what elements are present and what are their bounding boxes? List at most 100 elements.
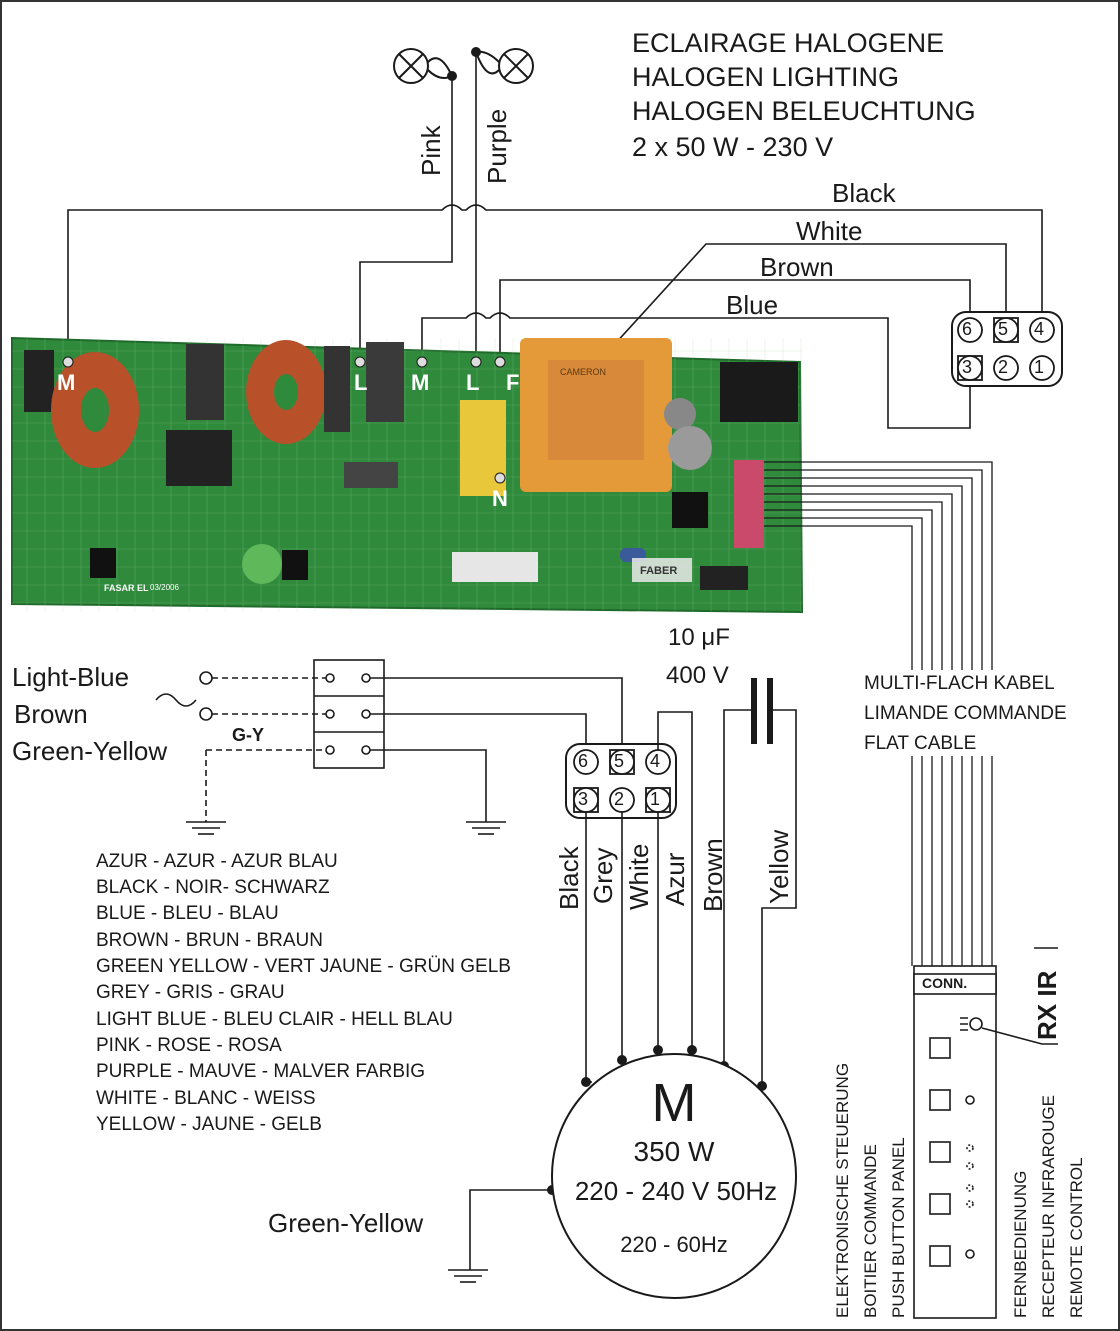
mains-green-yellow: Green-Yellow (12, 736, 168, 766)
capacitor-voltage: 400 V (666, 662, 729, 689)
push-button-1 (929, 1037, 951, 1059)
panel-label-en: PUSH BUTTON PANEL (889, 1137, 908, 1318)
remote-label-de: FERNBEDIENUNG (1011, 1170, 1030, 1318)
pcb-terminal-l1: L (354, 370, 368, 395)
ground-tag: G-Y (232, 725, 265, 745)
flat-cable-label-en: FLAT CABLE (864, 733, 977, 754)
motor-symbol (551, 1053, 797, 1299)
motor-pin-label-2: 2 (614, 789, 625, 809)
top-pin-2 (993, 355, 1019, 381)
relay-left (24, 350, 54, 412)
title-line-3: HALOGEN BELEUCHTUNG (632, 96, 976, 126)
motor-wire-white: White (624, 843, 654, 910)
top-pin-label-6: 6 (962, 319, 973, 339)
push-button-5 (929, 1245, 951, 1267)
legend-item: YELLOW - JAUNE - GELB (96, 1114, 322, 1135)
run-capacitor (723, 678, 797, 1086)
motor-alt-rating: 220 - 60Hz (620, 1232, 728, 1257)
remote-label-fr: RECEPTEUR INFRAROUGE (1039, 1095, 1058, 1318)
legend-item: GREY - GRIS - GRAU (96, 982, 285, 1003)
motor-pin-label-3: 3 (578, 789, 589, 809)
top-pin-label-1: 1 (1034, 357, 1045, 377)
top-pin-label-4: 4 (1034, 319, 1045, 339)
motor-wire-azur: Azur (660, 852, 690, 906)
pcb-brand: FABER (640, 565, 678, 577)
motor-pin-6 (573, 749, 599, 775)
ac-symbol-icon (155, 693, 197, 707)
motor-pin-label-6: 6 (578, 751, 589, 771)
top-pin-1 (1029, 355, 1055, 381)
push-button-2 (929, 1089, 951, 1111)
panel-rx-ir: RX IR (1032, 970, 1062, 1040)
legend-item: BLACK - NOIR- SCHWARZ (96, 877, 330, 898)
top-pin-label-2: 2 (998, 357, 1009, 377)
pcb-board (11, 336, 804, 614)
legend-item: GREEN YELLOW - VERT JAUNE - GRÜN GELB (96, 956, 511, 977)
motor-pin-label-4: 4 (650, 751, 661, 771)
motor-rating: 220 - 240 V 50Hz (574, 1176, 778, 1206)
motor-connector (565, 743, 677, 819)
mains-leads (155, 671, 623, 822)
top-pin-label-5: 5 (998, 319, 1009, 339)
motor-pin-label-1: 1 (650, 789, 661, 809)
legend-item: LIGHT BLUE - BLEU CLAIR - HELL BLAU (96, 1009, 453, 1030)
pcb-board-label: FASAR EL (104, 583, 149, 593)
remote-label-en: REMOTE CONTROL (1067, 1157, 1086, 1318)
pcb-terminal-l2: L (466, 370, 480, 395)
flat-cable-label-fr: LIMANDE COMMANDE (864, 703, 1067, 724)
panel-conn-label: CONN. (922, 975, 968, 991)
pcb-terminals (62, 356, 506, 484)
motor-wire-black: Black (554, 846, 584, 910)
wire-label-black: Black (832, 178, 896, 208)
top-connector (951, 311, 1063, 387)
push-button-3 (929, 1141, 951, 1163)
pcb-board-code: 03/2006 (150, 583, 179, 592)
top-pin-4 (1029, 317, 1055, 343)
pcb-terminal-m2: M (411, 370, 430, 395)
motor-power: 350 W (633, 1136, 715, 1167)
motor-symbol-label: M (651, 1073, 697, 1133)
wire-label-brown: Brown (760, 252, 834, 282)
transformer-brand: CAMERON (560, 367, 607, 377)
halogen-lamps (393, 47, 534, 84)
pcb-terminal-m1: M (57, 370, 76, 395)
white-header (452, 552, 538, 582)
wire-label-pink: Pink (416, 125, 446, 176)
control-panel (913, 947, 1058, 1319)
motor-pin-5 (609, 749, 635, 775)
ground-symbols (186, 821, 506, 1283)
legend-item: PURPLE - MAUVE - MALVER FARBIG (96, 1061, 426, 1082)
legend-item: PINK - ROSE - ROSA (96, 1035, 282, 1056)
wire-label-blue: Blue (726, 290, 779, 320)
motor-wires (585, 711, 693, 1083)
title-line-4: 2 x 50 W - 230 V (632, 132, 834, 162)
ribbon-connector (734, 460, 764, 548)
push-button-4 (929, 1193, 951, 1215)
motor-wire-brown: Brown (698, 838, 728, 912)
heatsink (166, 430, 232, 486)
motor-wire-grey: Grey (588, 847, 618, 904)
ir-receiver-icon (969, 1017, 983, 1031)
legend-item: AZUR - AZUR - AZUR BLAU (96, 851, 338, 872)
motor-ground-lead (469, 1189, 552, 1270)
motor-pin-label-5: 5 (614, 751, 625, 771)
mains-light-blue: Light-Blue (12, 662, 130, 692)
motor-wire-yellow: Yellow (764, 829, 794, 904)
pcb-terminal-n: N (492, 486, 508, 511)
capacitor-capacitance: 10 μF (668, 624, 730, 651)
legend-item: WHITE - BLANC - WEISS (96, 1088, 316, 1109)
wire-label-purple: Purple (482, 108, 512, 184)
mains-brown: Brown (14, 699, 88, 729)
top-pin-label-3: 3 (962, 357, 973, 377)
panel-label-de: ELEKTRONISCHE STEUERUNG (833, 1062, 852, 1318)
title-line-2: HALOGEN LIGHTING (632, 62, 900, 92)
flat-cable-label-de: MULTI-FLACH KABEL (864, 673, 1055, 694)
wire-label-white: White (796, 216, 863, 246)
top-pin-6 (957, 317, 983, 343)
motor-ground-label: Green-Yellow (268, 1208, 424, 1238)
title-line-1: ECLAIRAGE HALOGENE (632, 28, 945, 58)
legend-item: BLUE - BLEU - BLAU (96, 903, 279, 924)
